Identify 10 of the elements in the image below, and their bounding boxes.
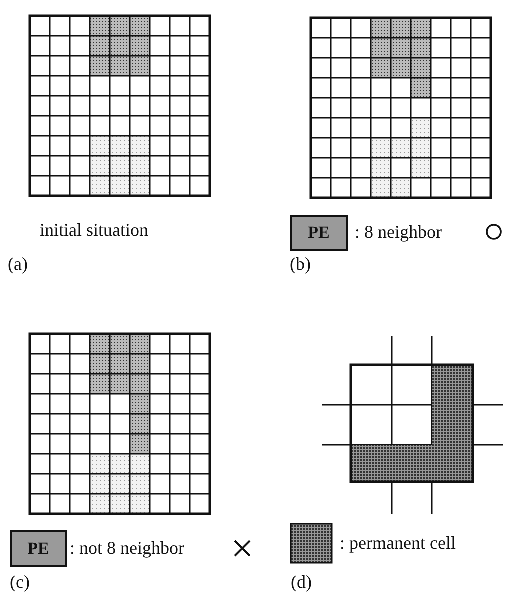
- legend-text: : 8 neighbor: [355, 222, 442, 242]
- panel-label: (b): [290, 254, 311, 274]
- pe-swatch: PE: [10, 530, 67, 567]
- panel-label: (c): [10, 572, 30, 592]
- panel-label: (a): [8, 254, 28, 274]
- panel-label: (d): [291, 572, 312, 592]
- caption-text: initial situation: [40, 220, 148, 240]
- legend-text: : permanent cell: [340, 533, 456, 553]
- legend-text: : not 8 neighbor: [70, 538, 184, 558]
- pe-swatch: PE: [290, 215, 348, 251]
